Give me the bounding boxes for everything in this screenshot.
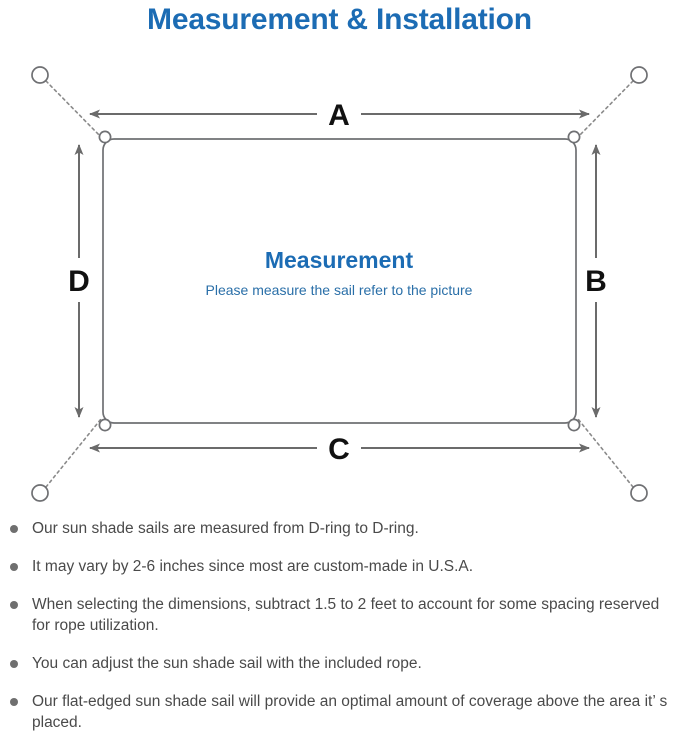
list-item: Our sun shade sails are measured from D-… [0,518,679,539]
d-ring-top-left [98,130,112,144]
dimension-a: A [89,99,590,132]
sail-diagram-svg: A C D B Measurement Please measure the s… [31,66,648,502]
bullet-icon [10,563,18,571]
diagram-center-subtitle: Please measure the sail refer to the pic… [206,282,473,298]
anchor-point-top-left [31,66,49,84]
d-ring-bottom-left [98,418,112,432]
note-text: You can adjust the sun shade sail with t… [32,655,422,672]
list-item: It may vary by 2-6 inches since most are… [0,556,679,577]
dimension-b-label: B [585,265,607,298]
note-text: It may vary by 2-6 inches since most are… [32,558,474,575]
measurement-diagram: A C D B Measurement Please measure the s… [0,46,679,516]
rope-lines [45,80,634,488]
rope-bottom-left [45,418,102,488]
dimension-a-label: A [328,99,350,132]
sail-body [102,138,577,424]
anchor-points [31,66,648,502]
dimension-d: D [68,144,90,418]
bullet-icon [10,601,18,609]
note-text: When selecting the dimensions, subtract … [32,596,660,634]
anchor-point-bottom-left [31,484,49,502]
list-item: When selecting the dimensions, subtract … [0,594,679,636]
dimension-c-label: C [328,433,350,466]
dimension-d-label: D [68,265,90,298]
list-item: You can adjust the sun shade sail with t… [0,653,679,674]
rope-bottom-right [577,418,634,488]
list-item: Our flat-edged sun shade sail will provi… [0,691,679,733]
diagram-center-heading: Measurement [265,247,414,273]
dimension-c: C [89,433,590,466]
note-text: Our flat-edged sun shade sail will provi… [32,693,668,731]
rope-top-left [45,80,102,138]
dimension-b: B [585,144,607,418]
d-ring-bottom-right [567,418,581,432]
bullet-icon [10,698,18,706]
notes-list: Our sun shade sails are measured from D-… [0,518,679,733]
anchor-point-bottom-right [630,484,648,502]
bullet-icon [10,660,18,668]
anchor-point-top-right [630,66,648,84]
rope-top-right [577,80,634,138]
page-title: Measurement & Installation [147,3,532,36]
bullet-icon [10,525,18,533]
d-rings [98,130,581,432]
d-ring-top-right [567,130,581,144]
note-text: Our sun shade sails are measured from D-… [32,520,419,537]
